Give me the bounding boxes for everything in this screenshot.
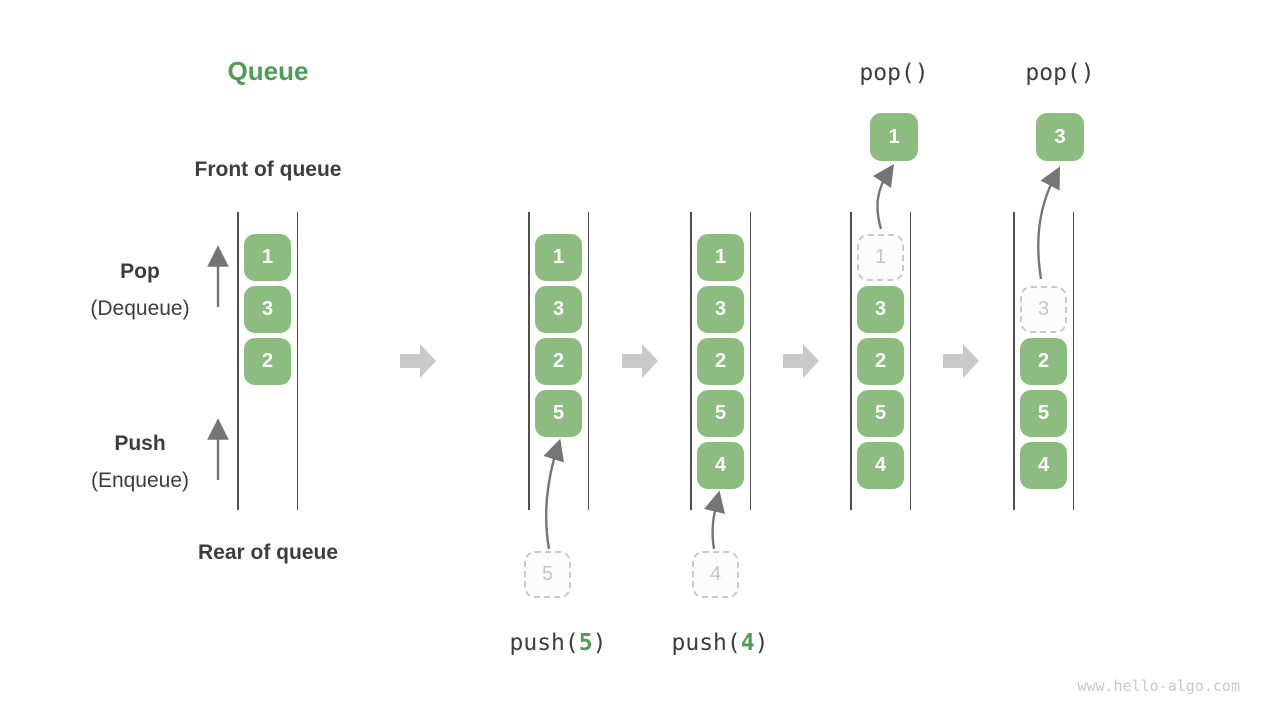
queue-element: 3 [244,286,291,333]
staged-element-4: 4 [692,551,739,598]
queue-state-after-pop-3: 3 2 5 4 [1013,212,1074,510]
watermark: www.hello-algo.com [1077,677,1240,695]
queue-element: 1 [244,234,291,281]
queue-element: 2 [857,338,904,385]
queue-rail-right [749,212,751,510]
push-label: Push [114,432,166,455]
queue-element: 3 [697,286,744,333]
push-call-arg: 5 [578,630,593,656]
push-call-arg: 4 [740,630,755,656]
queue-element: 4 [697,442,744,489]
rear-of-queue-label: Rear of queue [197,541,339,564]
queue-element-removed: 1 [857,234,904,281]
flow-arrow-icon [400,344,436,378]
pop-operation-label: Pop (Dequeue) [55,260,225,321]
enqueue-label: (Enqueue) [90,469,190,492]
diagram-title: Queue [227,56,309,86]
queue-rail-left [237,212,239,510]
flow-arrow-icon [622,344,658,378]
push-call-suffix: ) [754,630,769,656]
queue-rail-right [296,212,298,510]
queue-element: 2 [697,338,744,385]
queue-rail-left [528,212,530,510]
front-of-queue-label: Front of queue [194,158,342,181]
queue-element: 2 [1020,338,1067,385]
queue-state-initial: 1 3 2 [237,212,298,510]
queue-element: 5 [535,390,582,437]
staged-element-5: 5 [524,551,571,598]
push-call-label: push(5) [473,630,643,656]
queue-element: 2 [244,338,291,385]
queue-element: 4 [857,442,904,489]
push-call-prefix: push( [671,630,741,656]
queue-element: 2 [535,338,582,385]
queue-rail-right [1072,212,1074,510]
queue-element: 5 [697,390,744,437]
queue-element: 5 [1020,390,1067,437]
queue-rail-left [690,212,692,510]
flow-arrow-icon [943,344,979,378]
popped-element-1: 1 [870,113,918,161]
push-call-prefix: push( [509,630,579,656]
queue-rail-right [587,212,589,510]
queue-element: 1 [535,234,582,281]
queue-element: 3 [857,286,904,333]
queue-rail-right [909,212,911,510]
queue-state-after-pop-1: 1 3 2 5 4 [850,212,911,510]
push-operation-label: Push (Enqueue) [55,432,225,493]
popped-element-3: 3 [1036,113,1084,161]
queue-state-after-push-4: 1 3 2 5 4 [690,212,751,510]
queue-state-after-push-5: 1 3 2 5 [528,212,589,510]
push-call-label: push(4) [635,630,805,656]
dequeue-label: (Dequeue) [90,297,190,320]
push-call-suffix: ) [592,630,607,656]
queue-element: 5 [857,390,904,437]
pop-call-label: pop() [859,60,929,86]
queue-element: 3 [535,286,582,333]
queue-element-removed: 3 [1020,286,1067,333]
flow-arrow-icon [783,344,819,378]
queue-rail-left [1013,212,1015,510]
pop-label: Pop [120,260,160,283]
queue-rail-left [850,212,852,510]
queue-element: 1 [697,234,744,281]
queue-element: 4 [1020,442,1067,489]
pop-call-label: pop() [1025,60,1095,86]
